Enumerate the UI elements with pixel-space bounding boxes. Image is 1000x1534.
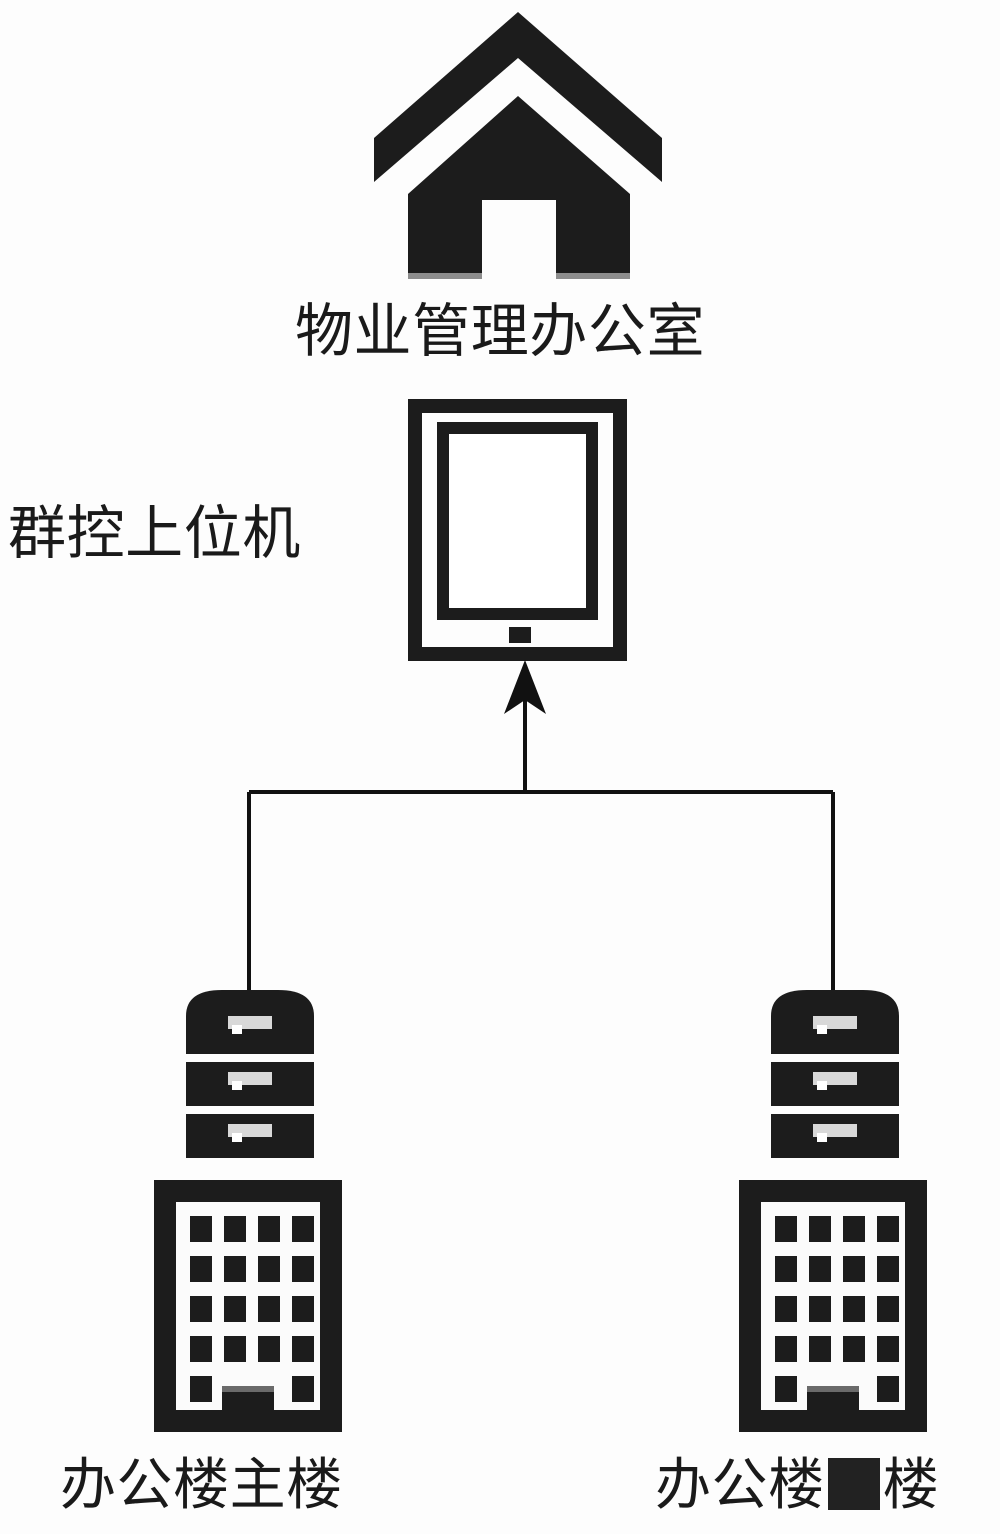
building-second-suffix: 楼 — [882, 1455, 940, 1517]
connector-lines — [247, 660, 835, 994]
tablet-icon — [408, 399, 627, 661]
server-rack-icon — [186, 990, 314, 1158]
office-building-icon — [739, 1180, 927, 1432]
building-second-prefix: 办公楼 — [655, 1455, 825, 1517]
node-label-office-building-main: 办公楼主楼 — [60, 1455, 343, 1517]
node-label-office-building-second: 办公楼楼 — [655, 1458, 939, 1514]
house-icon — [374, 12, 662, 279]
node-label-property-management-office: 物业管理办公室 — [294, 299, 706, 364]
redacted-character-glyph — [827, 1458, 880, 1510]
server-rack-icon — [771, 990, 899, 1158]
node-label-group-control-host: 群控上位机 — [8, 501, 301, 566]
office-building-icon — [154, 1180, 342, 1432]
